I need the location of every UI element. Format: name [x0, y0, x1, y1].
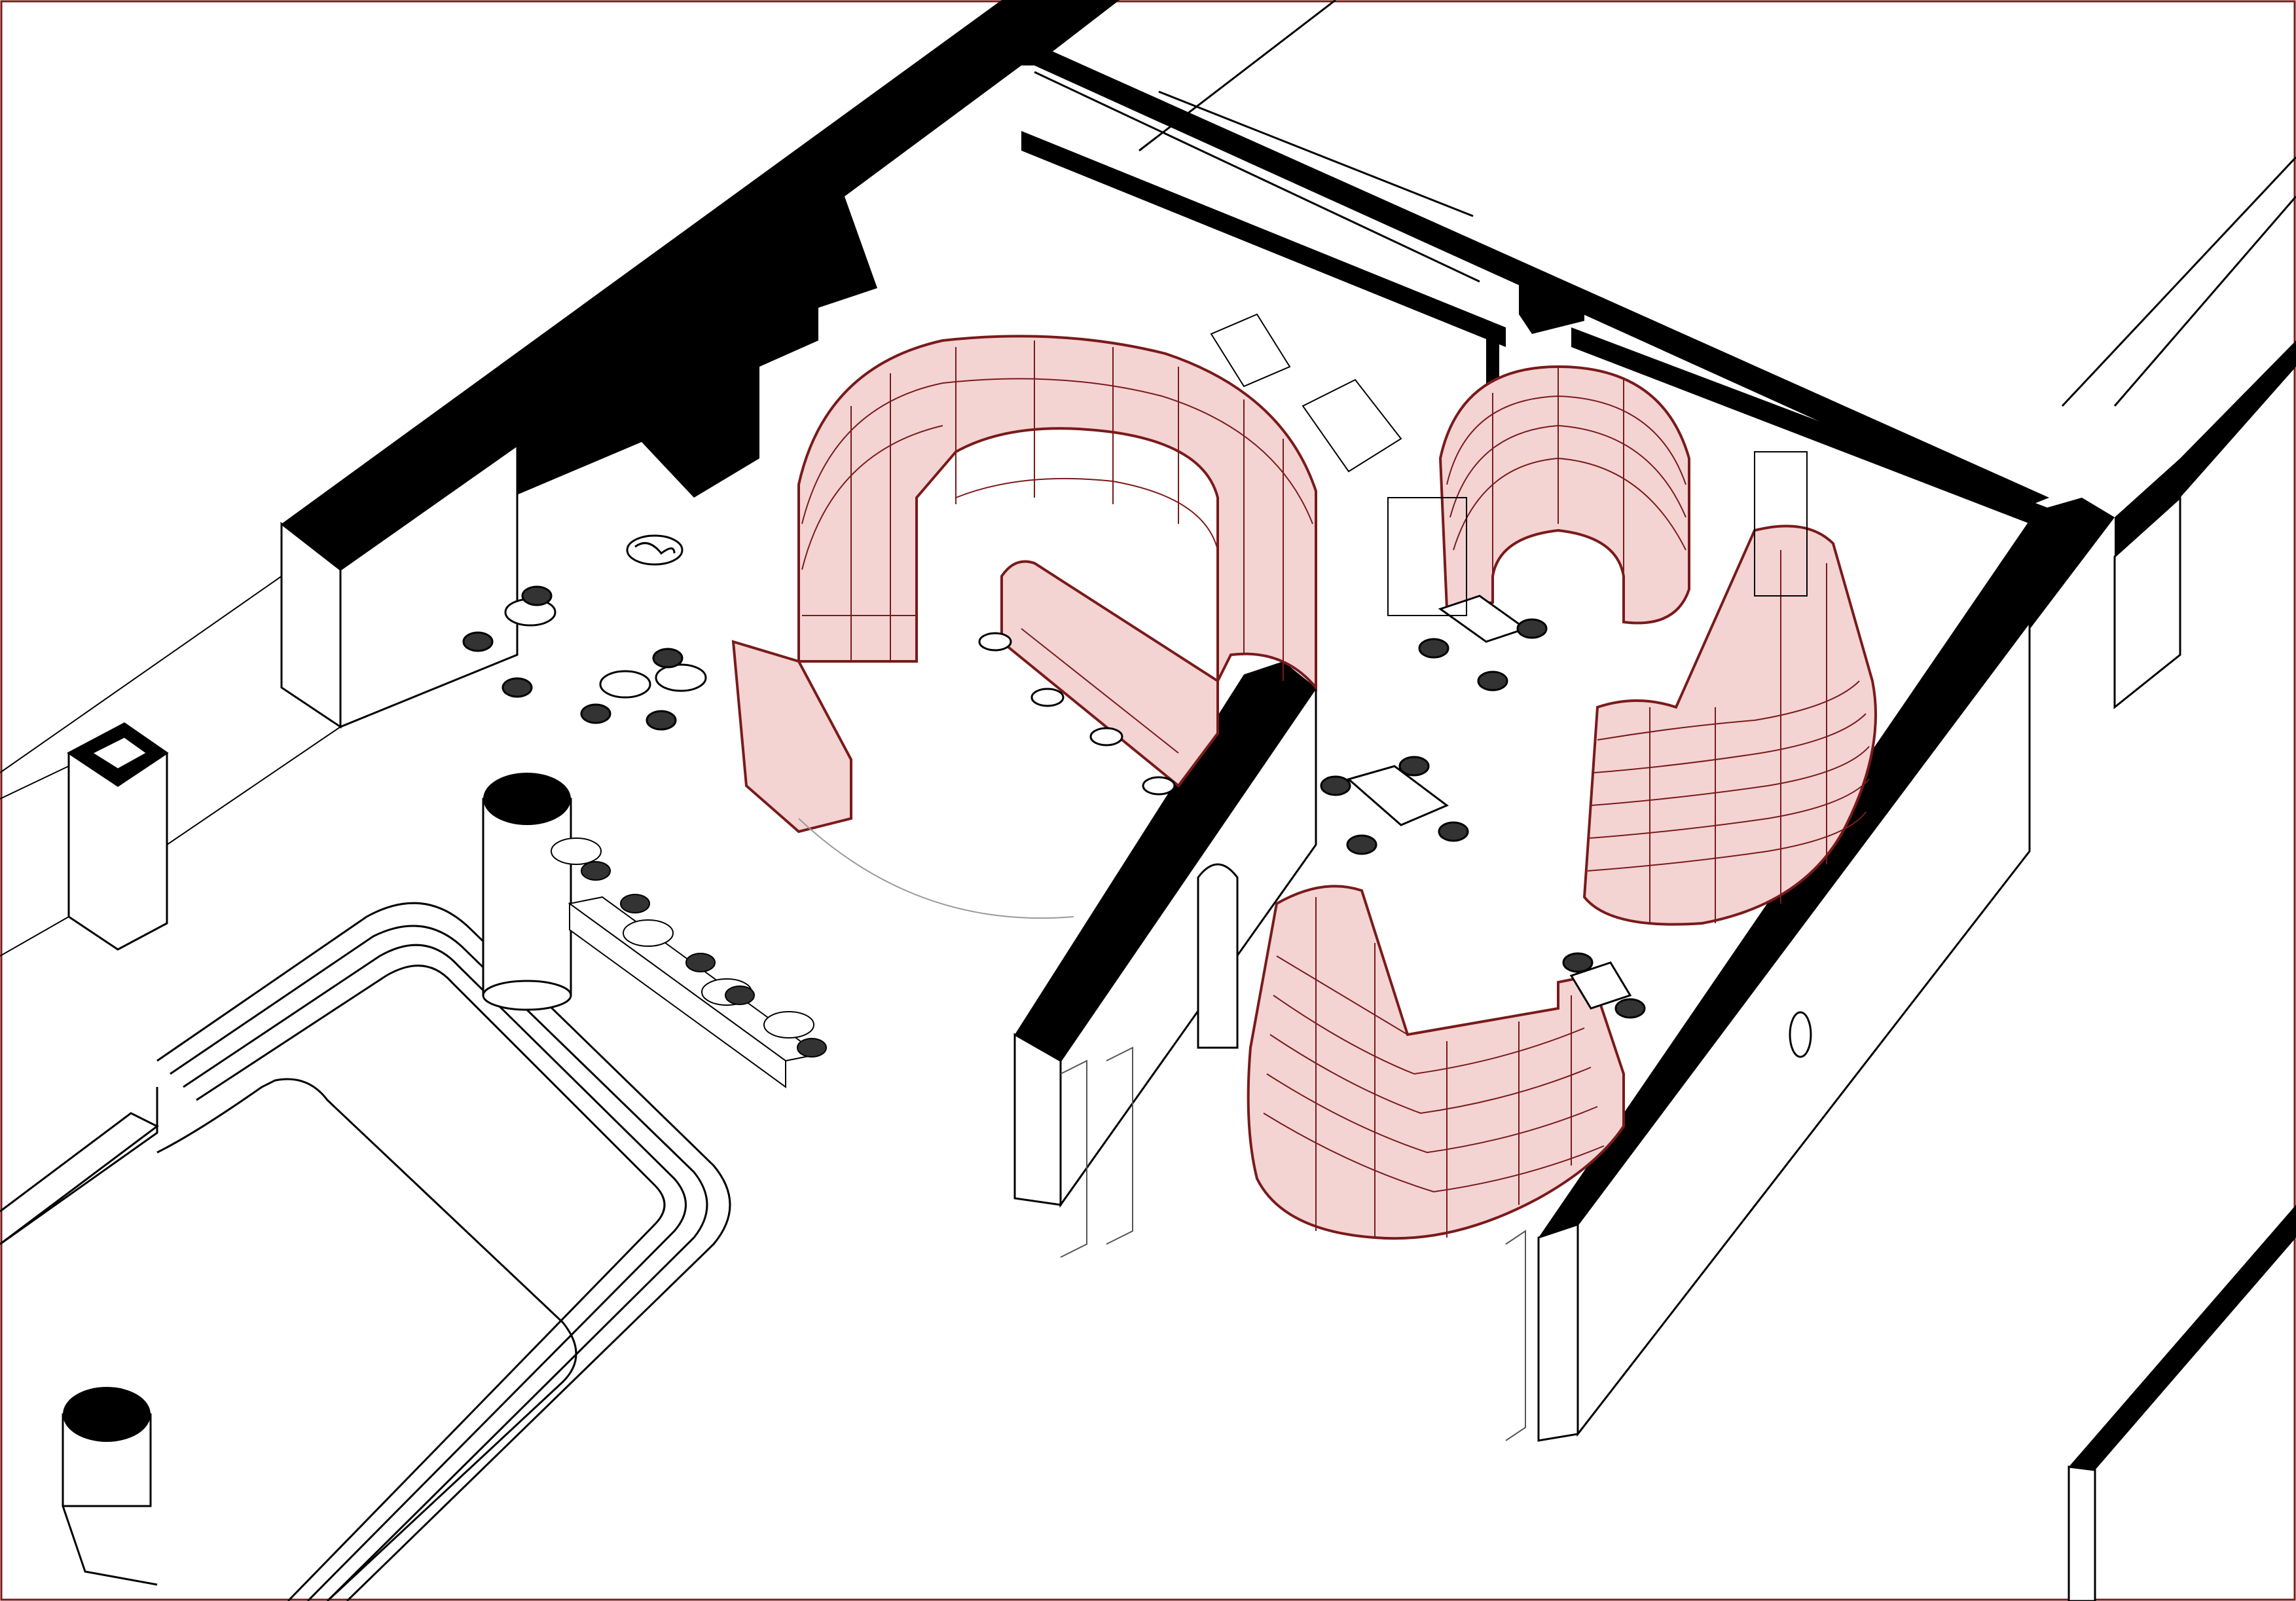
furniture-counter-stools — [978, 632, 1176, 796]
background-lines — [1034, 0, 2296, 407]
floor-circle-outline — [798, 818, 1074, 919]
back-wall-left — [280, 0, 1120, 729]
bookshelf-curve-right — [1582, 524, 1877, 926]
trash-bin — [67, 722, 169, 951]
reading-counter — [1000, 560, 1219, 788]
wall-logo-emblem — [626, 534, 683, 566]
central-partition-wall — [1013, 661, 1317, 1208]
left-floor-lines — [0, 576, 341, 957]
right-wall — [1537, 340, 2296, 1442]
furniture-group-right — [1320, 595, 1646, 1019]
cylinder-column-front — [482, 773, 572, 1011]
bookshelf-horseshoe-top — [1438, 365, 1690, 625]
glass-doors — [1060, 1046, 1526, 1441]
stepped-track — [0, 902, 731, 1601]
back-wall-top — [1021, 49, 2056, 534]
furniture-bench-row — [551, 837, 827, 1088]
back-room-details — [1210, 313, 1808, 616]
furniture-group-left — [462, 585, 707, 731]
corner-wall-bottom-right — [2068, 1205, 2296, 1601]
cylinder-column-bottom — [62, 1387, 158, 1586]
wall-emblem-right — [1789, 1011, 1812, 1058]
bookshelf-curve-bottom — [1247, 885, 1625, 1240]
bookshelf-ring-large — [731, 335, 1317, 834]
